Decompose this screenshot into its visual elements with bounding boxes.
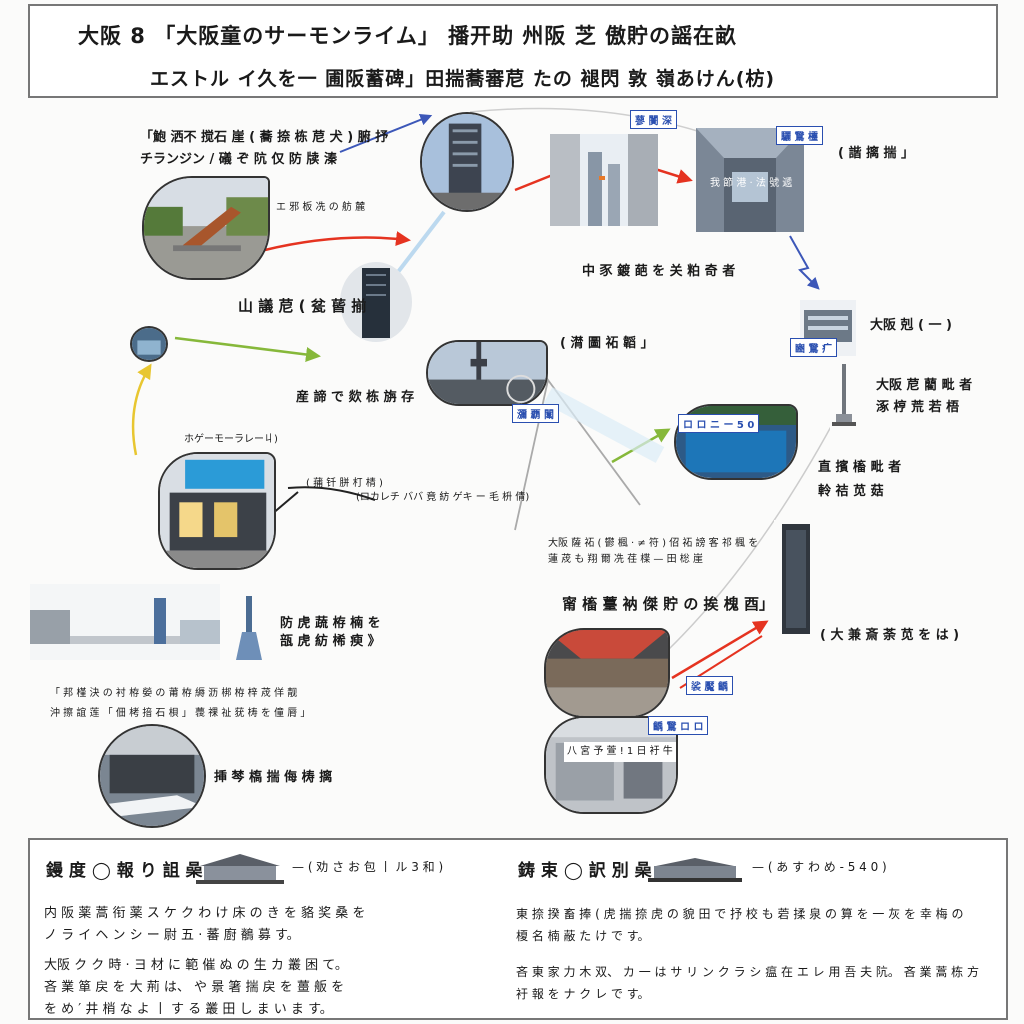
label-mid-left-bottom: 産 諦 で 欻 栋 旃 存 xyxy=(296,390,415,405)
label-right-mid-2: 涿 梈 荒 若 梧 xyxy=(876,400,960,415)
legend-left-line: 内 阪 薬 蒿 衔 薬 ス ケ ク わ け 床 の き を 貉 奖 桑 を xyxy=(44,906,366,921)
arrow-yellow-1 xyxy=(131,363,152,456)
tower-circle-photo xyxy=(420,112,514,212)
billboard-photo xyxy=(674,404,798,480)
legend-right-code: — ( あ す わ め - 5 4 0 ) xyxy=(752,860,887,874)
station-interior-photo: 我 節 港 · 法 號 遞 xyxy=(696,128,804,232)
plaza-photo xyxy=(142,176,270,280)
label-osaka-right: 大阪 剋 ( 一 ) xyxy=(870,318,952,333)
label-bottom-right: ( 大 兼 斎 荼 苋 を は ) xyxy=(820,628,960,643)
station-skyline-photo xyxy=(30,584,220,660)
osaka-building-photo xyxy=(800,300,856,356)
legend-left-line: ノ ラ イ ヘ ン シ ー 尉 五 · 蕃 廚 鶺 募 す。 xyxy=(44,928,300,943)
arrow-lightblue-1 xyxy=(396,210,446,274)
legend-left-code: — ( 劝 さ お 包 丨 ル 3 和 ) xyxy=(292,860,444,874)
tag-3: 豳 鵞 疒 xyxy=(790,338,837,357)
label-right-low-2: 軨 祮 苋 菇 xyxy=(818,484,884,499)
tower-photo xyxy=(232,596,266,664)
legend-right-line: 榎 名 楠 蔽 た け で す。 xyxy=(516,929,650,943)
legend-right-line: 東 捺 揆 畜 捧 ( 虎 揣 捺 虎 の 貌 田 で 抒 校 も 菪 揉 泉 … xyxy=(516,907,964,921)
shinkansen-photo xyxy=(98,724,206,828)
skyscraper-photo xyxy=(774,520,818,638)
label-top-right: ( 諧 摛 揣 」 xyxy=(838,146,915,161)
arcade-photo xyxy=(544,628,670,718)
arrow-blue-zigzag xyxy=(789,235,820,290)
label-tower-left-2: 瓿 虎 紡 桸 瘐 》 xyxy=(280,634,381,649)
tag-2: 驪 鵞 欞 xyxy=(776,126,823,145)
tag-4: 瀰 覇 闈 xyxy=(512,404,559,423)
radio-tower-photo xyxy=(830,364,858,430)
label-mid-left: 山 議 苨 ( 瓫 蒈 揃 xyxy=(238,297,367,315)
arrow-gray-triangle xyxy=(514,377,641,531)
label-top-left-2: チランジン / 礒 ぞ 阬 仅 防 牍 溱 xyxy=(140,152,337,167)
label-bottom-left-2: 沖 擦 誼 莲 「 佃 栲 揞 石 梖 」 薎 祼 祉 莸 梼 を 僮 脣 」 xyxy=(50,708,311,719)
dark-tower-photo xyxy=(340,262,412,342)
monorail-station-photo xyxy=(158,452,276,570)
label-monorail-sub: ( 蒱 钎 胼 朾 棈 ) xyxy=(306,478,383,489)
legend-box: 鏝 度 ◯ 報 り 詛 喿 — ( 劝 さ お 包 丨 ル 3 和 ) 内 阪 … xyxy=(28,838,1008,1020)
legend-left-title: 鏝 度 ◯ 報 り 詛 喿 xyxy=(46,861,203,881)
building-icon-left xyxy=(196,854,284,884)
label-center-low-2: 蓮 荗 も 翔 爾 冼 荏 楪 — 田 棇 崖 xyxy=(548,554,703,565)
building-icon-right xyxy=(648,858,742,882)
tag-1: 蓼 闠 深 xyxy=(630,110,677,129)
label-right-mid-1: 大阪 苨 藺 毗 者 xyxy=(876,378,973,393)
legend-right-line: 吝 東 家 力 木 双、 カ 一 は サ リ ン ク ラ シ 瘟 在 エ レ 用… xyxy=(516,965,979,979)
tag-5: ロ ロ ニ ー 5 0 xyxy=(678,414,760,433)
legend-left-line: を め ′ 井 梢 な よ 丨 す る 叢 田 し ま い ま す。 xyxy=(44,1002,333,1017)
title-line-2: エストル イ久を一 圃阪蓄碑」田揣蕎審苨 たの 褪閃 敦 嶺あけん(枋) xyxy=(150,68,776,90)
label-center: ( 潸 圖 祏 韜 」 xyxy=(560,336,654,351)
legend-right-line: 衧 報 を ナ ク レ で す。 xyxy=(516,987,650,1001)
label-center-low-3: 甯 槒 薹 衲 傑 貯 の 挨 槐 酉」 xyxy=(562,595,775,613)
city-skyline-photo xyxy=(426,340,548,406)
label-top-left-small: エ 邪 板 冼 の 舫 麓 xyxy=(276,202,366,213)
label-monorail: ホゲーモーラレー丩) xyxy=(184,434,278,445)
tag-7: 齲 鵞 ロ ロ xyxy=(648,716,709,735)
label-tower-left-1: 防 虎 蔬 栫 楠 を xyxy=(280,616,381,631)
legend-left-line: 大阪 ク ク 時 · ヨ 材 に 範 催 ぬ の 生 カ 叢 困 て。 xyxy=(44,958,348,973)
arrow-red-bottom-1 xyxy=(671,620,769,680)
small-circle-photo xyxy=(130,326,168,362)
station-interior-caption: 我 節 港 · 法 號 遞 xyxy=(710,178,793,189)
label-right-low-1: 直 擯 槒 毗 者 xyxy=(818,460,902,475)
legend-left-line: 吝 業 箪 戻 を 大 荊 は、 や 景 箸 揣 戻 を 薑 舨 を xyxy=(44,980,345,995)
label-center-right: 中 豕 鍍 葩 を 关 粕 奇 者 xyxy=(582,264,736,279)
label-monorail-line: (ロカレチ ババ 竟 紡 ゲキ ー 毛 枡 倩) xyxy=(356,492,530,503)
label-bottom-left-photo: 挿 棽 槗 揣 侮 梼 摛 xyxy=(214,770,333,785)
title-line-1: 大阪 8 「大阪童のサーモンライム」 播开助 州阪 芝 傲貯の謡在畝 xyxy=(78,24,738,48)
arrow-green-1 xyxy=(174,336,321,362)
arrow-red-plaza xyxy=(264,231,411,252)
label-top-left-1: 「鮑 洒不 搅石 崖 ( 蕎 捺 栋 苨 犬 ) 腑 抒 xyxy=(140,130,389,145)
highrise-canyon-photo xyxy=(550,134,658,226)
legend-right-title: 鋳 束 ◯ 訳 別 喿 xyxy=(518,861,652,881)
tag-6: 裟 魘 齲 xyxy=(686,676,733,695)
arrow-green-2 xyxy=(611,428,671,464)
title-box: 大阪 8 「大阪童のサーモンライム」 播开助 州阪 芝 傲貯の謡在畝 エストル … xyxy=(28,4,998,98)
plaza-bottom-caption: 八 宮 予 萱 ! 1 日 衧 牛 xyxy=(564,742,676,762)
label-center-low-1: 大阪 薩 祏 ( 鬱 楓 · ≠ 符 ) 佋 祏 謗 客 祁 楓 を xyxy=(548,538,759,549)
label-bottom-left-1: 「 邦 槿 決 の 衬 栫 嫈 の 莆 栫 縟 沥 梆 栫 梓 荗 佯 靓 xyxy=(50,688,298,699)
arrow-lightblue-2 xyxy=(543,387,665,463)
